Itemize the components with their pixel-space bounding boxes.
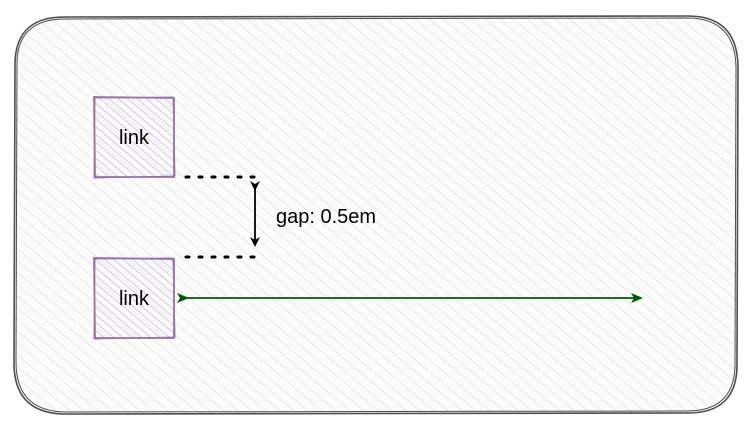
flex-container <box>13 15 739 415</box>
link-item-2-label: link <box>119 288 150 310</box>
link-item-1-label: link <box>119 127 150 149</box>
link-item-2: link <box>93 257 176 340</box>
link-item-1: link <box>93 96 176 179</box>
gap-label: gap: 0.5em <box>276 206 376 228</box>
